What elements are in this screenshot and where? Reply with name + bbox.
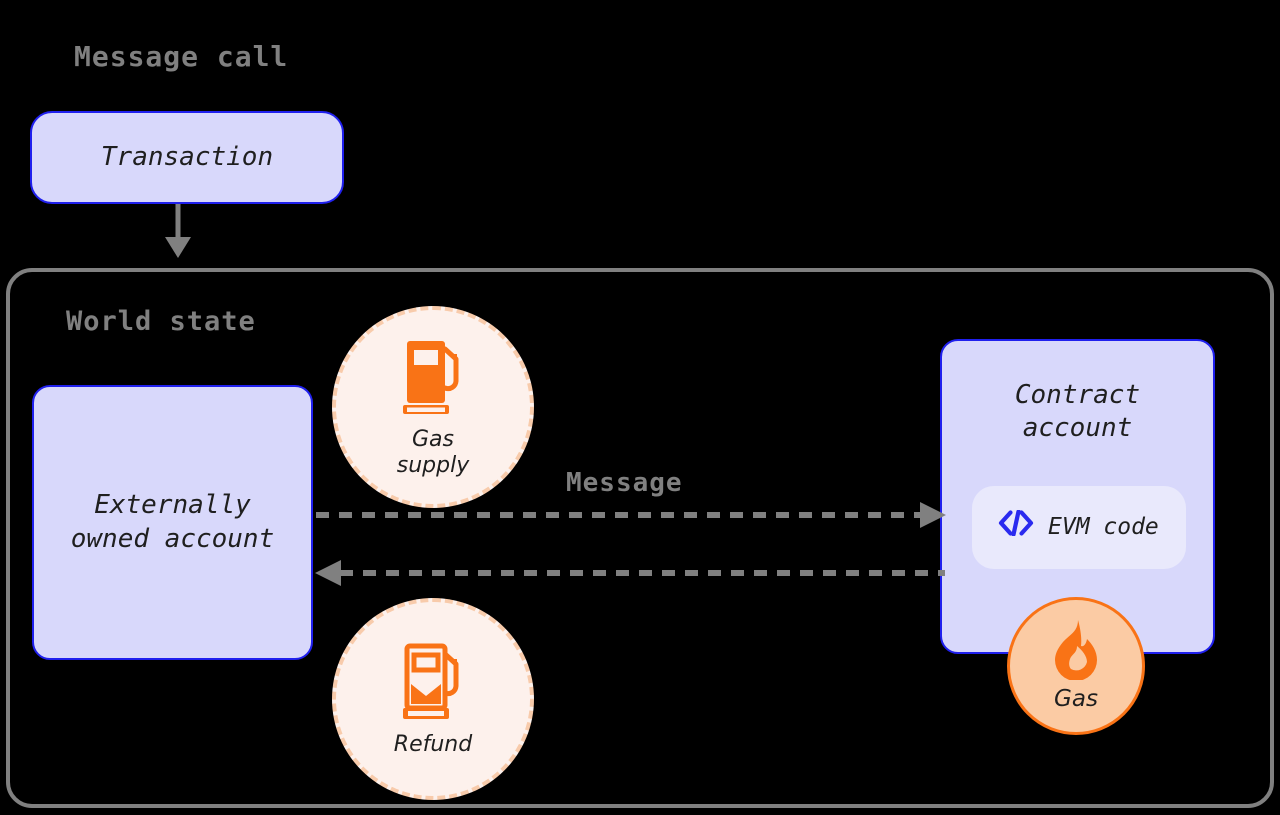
evm-code-label: EVM code [1048,513,1159,540]
flame-icon [1047,618,1105,684]
badge-refund[interactable]: Refund [332,598,534,800]
node-contract-label-line2: account [1022,413,1133,444]
page-title: Message call [74,40,289,73]
node-transaction[interactable]: Transaction [30,111,344,204]
node-eoa-label-line2: owned account [70,523,275,554]
edge-label-message: Message [566,468,683,498]
evm-code-chip[interactable]: EVM code [972,486,1186,569]
fuel-pump-partial-icon [401,640,465,724]
badge-gas-label: Gas [1054,686,1098,713]
badge-gas-supply-line1: Gas [412,427,454,453]
node-eoa-label-line1: Externally [94,490,251,521]
badge-refund-line1: Refund [393,732,473,758]
badge-gas-supply-caption: Gas supply [397,427,469,479]
badge-gas[interactable]: Gas [1007,597,1145,735]
fuel-pump-full-icon [401,335,465,419]
badge-gas-supply-line2: supply [396,453,470,478]
code-brackets-icon [998,509,1034,545]
edge-transaction-to-world-state [165,204,191,258]
node-externally-owned-account[interactable]: Externally owned account [32,385,313,660]
world-state-container [6,268,1274,808]
node-transaction-label: Transaction [100,141,274,172]
badge-refund-caption: Refund [394,732,472,758]
world-state-label: World state [66,306,256,337]
node-contract-label-line1: Contract [1014,380,1141,410]
badge-gas-supply[interactable]: Gas supply [332,306,534,508]
